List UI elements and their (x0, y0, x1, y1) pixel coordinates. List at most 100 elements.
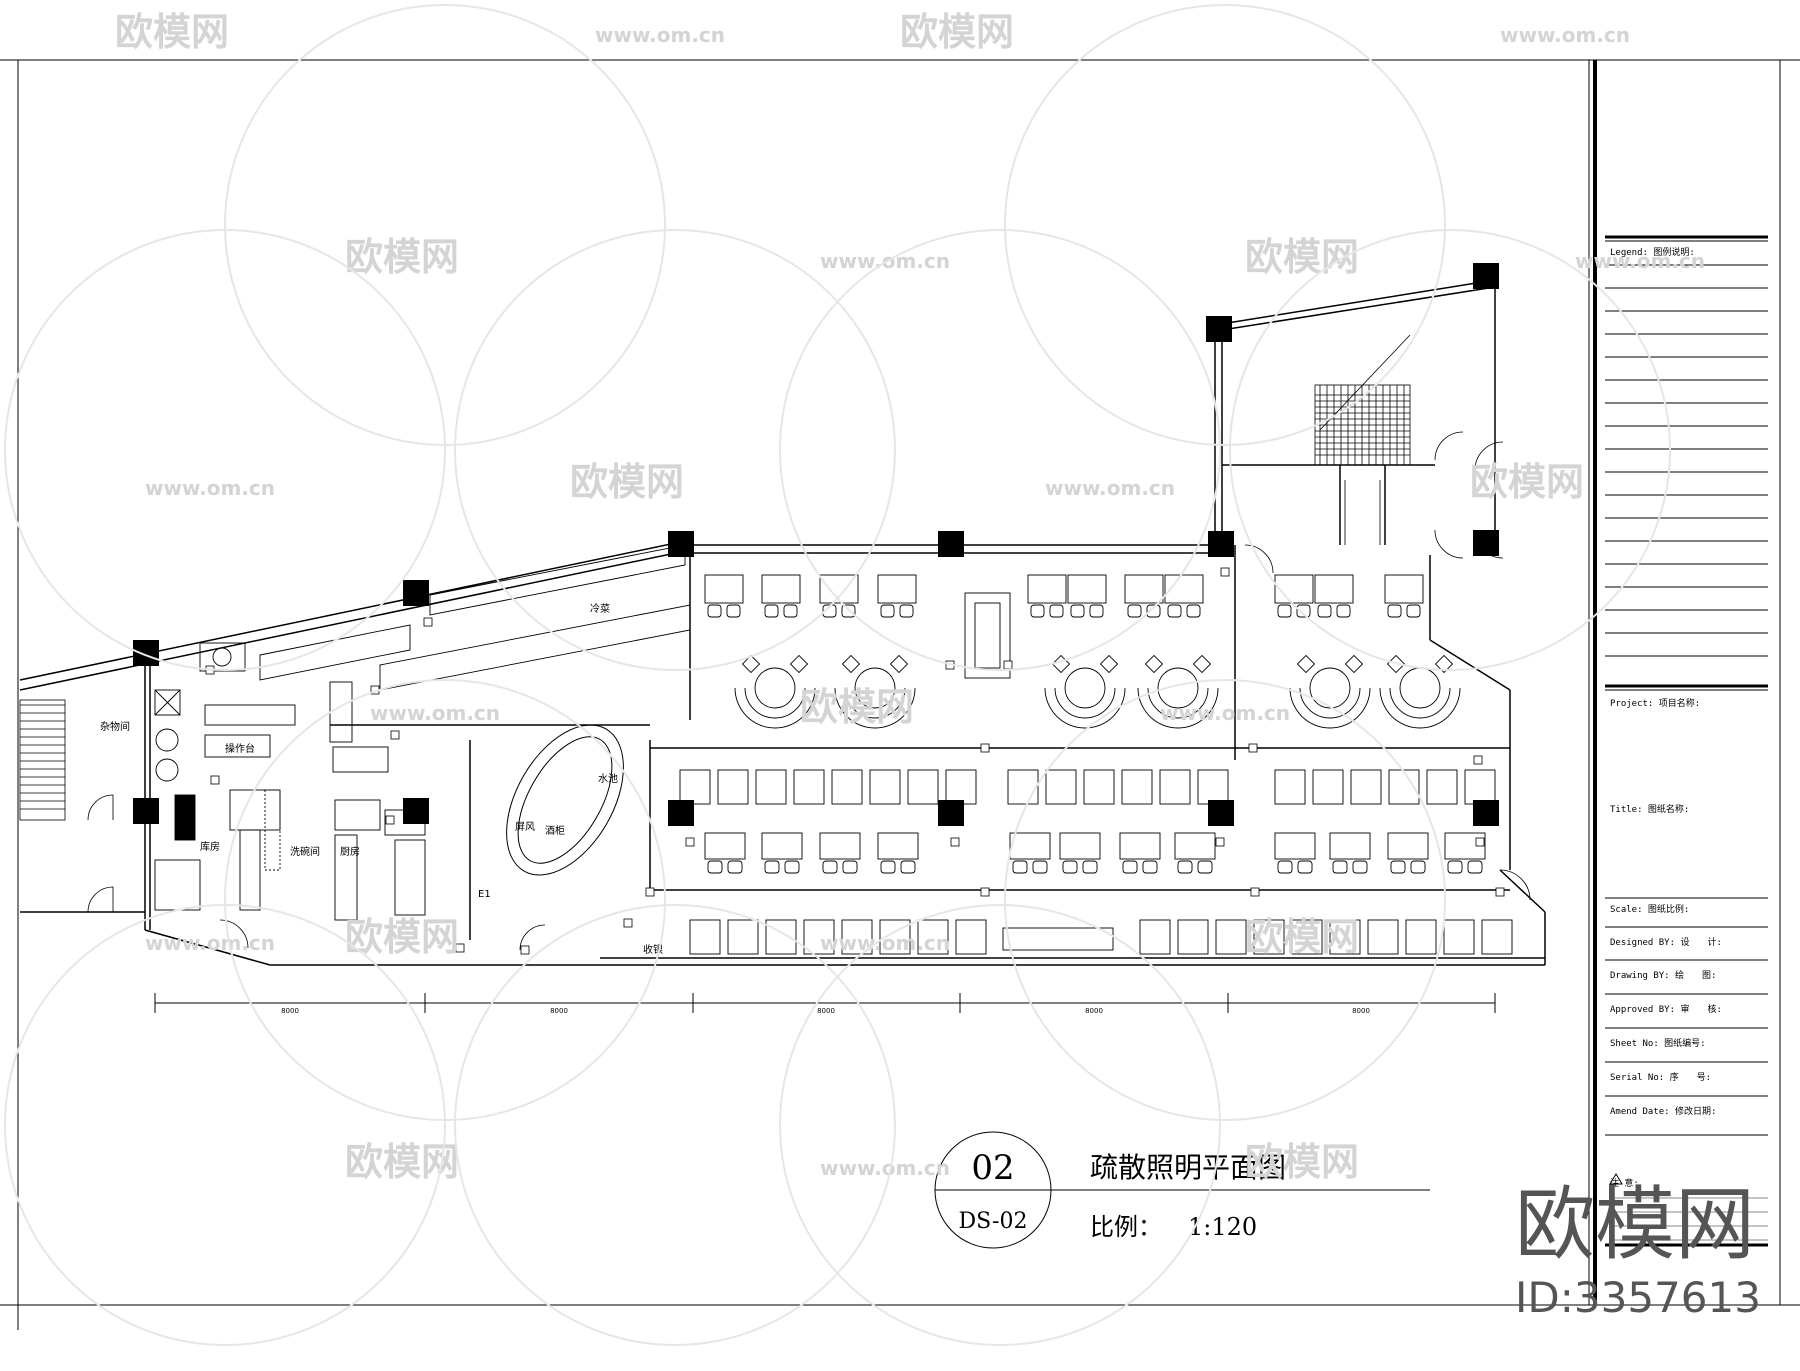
table (1119, 832, 1161, 860)
table (1009, 832, 1051, 860)
table-set (1027, 574, 1067, 618)
chair (1406, 604, 1421, 618)
chair (899, 604, 914, 618)
dimension-1: 8000 (281, 1007, 299, 1015)
table-set (1119, 832, 1161, 874)
approved-field: Approved BY: 审 核: (1610, 1003, 1722, 1015)
exit-light (385, 815, 395, 825)
emergency-lighting-fixtures (205, 567, 1505, 955)
table-set (1007, 769, 1039, 805)
exit-light (950, 837, 960, 847)
booth-seat-inner (1054, 687, 1116, 719)
chair (1386, 654, 1406, 674)
watermark-brand-tile: 欧模网 (570, 460, 684, 504)
watermark-id: ID:3357613 (1515, 1273, 1761, 1322)
exit-light (645, 887, 655, 897)
table (877, 832, 919, 860)
table (1443, 919, 1475, 955)
watermark-url-tile: www.om.cn (1160, 701, 1290, 725)
chair (1032, 860, 1048, 874)
chair (726, 604, 741, 618)
chair (1030, 604, 1045, 618)
table-set (803, 919, 835, 955)
chair (880, 604, 895, 618)
table-set (819, 832, 861, 874)
table-set (793, 769, 825, 805)
table (1444, 832, 1486, 860)
watermark-circle (779, 904, 1221, 1346)
watermark-brand-tile: 欧模网 (1470, 460, 1584, 504)
chair (741, 654, 761, 674)
table (1367, 919, 1399, 955)
table (1174, 832, 1216, 860)
table (819, 832, 861, 860)
exit-light (423, 617, 433, 627)
table-set (1481, 919, 1513, 955)
table-set (704, 832, 746, 874)
watermark-url-tile: www.om.cn (145, 476, 275, 500)
chair (1146, 604, 1161, 618)
table (1350, 769, 1382, 805)
chair (822, 604, 837, 618)
label-wine-rack: 酒柜 (545, 824, 565, 837)
table (907, 769, 939, 805)
watermark-circle (1229, 229, 1671, 671)
label-elevator: E1 (478, 889, 491, 900)
door-swings (87, 431, 1531, 951)
exit-light (1495, 887, 1505, 897)
watermark-url-tile: www.om.cn (820, 249, 950, 273)
chair (1099, 654, 1119, 674)
chair (889, 654, 909, 674)
exit-light (1220, 567, 1230, 577)
table (1007, 769, 1039, 805)
watermark-circle (224, 679, 666, 1121)
column (403, 580, 429, 606)
table-set (877, 832, 919, 874)
exit-light (1475, 837, 1485, 847)
watermark-brand-tile: 欧模网 (345, 235, 459, 279)
exit-light (520, 945, 530, 955)
table (1274, 574, 1314, 604)
table (1464, 769, 1496, 805)
table-set (917, 919, 949, 955)
table (1121, 769, 1153, 805)
table (1314, 574, 1354, 604)
column (1208, 531, 1234, 557)
label-prep: 冷菜 (590, 602, 610, 615)
exit-light (1003, 660, 1013, 670)
table-set (1387, 832, 1429, 874)
watermark-circle (454, 904, 896, 1346)
table-set (1121, 769, 1153, 805)
table (945, 769, 977, 805)
chair (764, 604, 779, 618)
booth-seat-inner (1299, 687, 1361, 719)
watermark-brand: 欧模网 (1515, 1178, 1755, 1271)
table (1059, 832, 1101, 860)
notice-lines (1609, 1173, 1768, 1241)
chair (1352, 860, 1368, 874)
table (1197, 769, 1229, 805)
table-set (1405, 919, 1437, 955)
chair (1089, 604, 1104, 618)
column (1206, 316, 1232, 342)
round-booths (734, 654, 1461, 729)
table-set (765, 919, 797, 955)
chair (1447, 860, 1463, 874)
watermark-brand-tile: 欧模网 (345, 1140, 459, 1184)
chair (842, 860, 858, 874)
table-set (679, 769, 711, 805)
chair (1410, 860, 1426, 874)
table (1481, 919, 1513, 955)
table-set (1426, 769, 1458, 805)
table-set (1274, 832, 1316, 874)
table (917, 919, 949, 955)
exit-light (1248, 743, 1258, 753)
booth-table (754, 667, 796, 709)
chair (727, 860, 743, 874)
exit-light (455, 943, 465, 953)
exit-light (390, 730, 400, 740)
chair (784, 860, 800, 874)
table (1387, 832, 1429, 860)
table-set (761, 574, 801, 618)
